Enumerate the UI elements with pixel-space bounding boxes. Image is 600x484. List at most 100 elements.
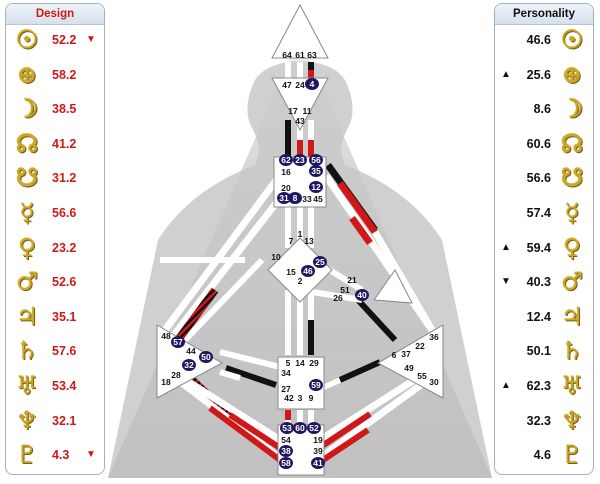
gate-line-value: 23.2 — [52, 240, 77, 255]
design-row-south-node: ☋31.2 — [6, 164, 104, 196]
personality-row-north-node: ☊60.6 — [495, 129, 593, 162]
gate-line-value: 56.6 — [52, 206, 77, 220]
gate-label: 58 — [281, 458, 291, 468]
gate-label: 29 — [309, 358, 319, 368]
gate-label: 30 — [429, 377, 439, 387]
gate-line-value: 52.6 — [52, 275, 77, 290]
gate-label: 9 — [309, 393, 314, 403]
gate-label: 42 — [284, 393, 294, 403]
gate-label: 53 — [282, 423, 292, 433]
gate-line-value: 8.6 — [533, 102, 551, 117]
solar-plexus-center — [376, 324, 444, 399]
gate-label: 64 — [282, 50, 292, 60]
design-row-north-node: ☊41.2 — [6, 128, 104, 162]
personality-row-mercury: ☿57.4 — [495, 199, 593, 231]
earth-icon: ⊕ — [16, 59, 38, 89]
gate-line-value: 62.3 — [526, 379, 551, 393]
gate-line-value: 52.2 — [52, 33, 77, 47]
fixing-arrow-icon: ▲ — [501, 380, 511, 391]
gate-line-value: 12.4 — [526, 309, 551, 324]
ajna-center — [271, 77, 329, 132]
gate-label: 48 — [161, 331, 171, 341]
gate-label: 13 — [304, 236, 314, 246]
gate-label: 59 — [311, 380, 321, 390]
gate-line-value: 57.4 — [526, 206, 551, 220]
gate-label: 20 — [281, 183, 291, 193]
gate-label: 25 — [315, 257, 325, 267]
pluto-icon: ♇ — [15, 440, 39, 470]
gate-label: 28 — [171, 370, 181, 380]
gate-line-value: 56.6 — [526, 171, 551, 186]
personality-row-jupiter: ♃ 12.4 — [495, 301, 593, 335]
defined-gate-marker — [279, 457, 293, 469]
personality-row-venus: ♀59.4▲ — [495, 233, 593, 266]
sun-icon: ☉ — [560, 25, 584, 54]
defined-gate-marker — [182, 359, 196, 371]
gate-label: 40 — [357, 290, 367, 300]
defined-gate-marker — [309, 379, 323, 391]
gate-label: 24 — [295, 80, 305, 90]
fixing-arrow-icon: ▲ — [501, 241, 511, 253]
gate-label: 2 — [298, 276, 303, 286]
gate-label: 32 — [184, 360, 194, 370]
gate-label: 7 — [289, 236, 294, 246]
neptune-icon: ♆ — [560, 405, 584, 435]
defined-gate-marker — [309, 154, 323, 166]
design-row-jupiter: ♃ 35.1 — [6, 301, 104, 335]
jupiter-icon: ♃ — [15, 301, 39, 331]
personality-row-pluto: ♇4.6 — [495, 441, 593, 473]
defined-gate-marker — [301, 265, 315, 277]
gate-line-value: 58.2 — [52, 67, 77, 82]
defined-gate-marker — [293, 154, 307, 166]
gate-line-value: 4.6 — [533, 448, 551, 463]
uranus-icon: ♅ — [560, 371, 584, 400]
south-node-icon: ☋ — [15, 163, 39, 193]
gate-label: 43 — [295, 116, 305, 126]
head-center — [271, 3, 329, 59]
defined-gate-marker — [309, 181, 323, 193]
defined-gate-marker — [311, 457, 325, 469]
design-row-earth: ⊕ 58.2 — [6, 59, 104, 93]
gate-label: 27 — [281, 384, 291, 394]
gate-label: 23 — [295, 155, 305, 165]
gate-label: 37 — [401, 349, 411, 359]
saturn-icon: ♄ — [560, 336, 584, 366]
gate-label: 60 — [295, 423, 305, 433]
gate-label: 33 — [302, 194, 312, 204]
gate-line-value: 59.4 — [526, 240, 551, 255]
personality-row-neptune: ♆ 32.3 — [495, 405, 593, 439]
venus-icon: ♀ — [17, 232, 37, 262]
gate-label: 36 — [429, 332, 439, 342]
fixing-arrow-icon: ▼ — [501, 276, 511, 288]
gate-label: 12 — [311, 182, 321, 192]
north-node-icon: ☊ — [15, 128, 39, 158]
gate-label: 50 — [201, 352, 211, 362]
design-row-mercury: ☿ 56.6 — [6, 199, 104, 231]
gate-line-value: 32.3 — [526, 413, 551, 428]
personality-row-earth: ⊕25.6▲ — [495, 60, 593, 93]
gate-label: 41 — [313, 458, 323, 468]
ego-center — [373, 269, 413, 304]
moon-icon: ☽ — [15, 94, 39, 124]
moon-icon: ☽ — [560, 94, 584, 124]
gate-line-value: 60.6 — [526, 136, 551, 151]
gate-label: 34 — [281, 368, 291, 378]
defined-gate-marker — [171, 336, 185, 348]
gate-line-value: 35.1 — [52, 309, 77, 324]
defined-gate-marker — [279, 445, 293, 457]
gate-label: 3 — [298, 393, 303, 403]
gate-label: 1 — [298, 229, 303, 239]
defined-gate-marker — [280, 422, 294, 434]
gate-line-value: 53.4 — [52, 379, 77, 393]
design-panel: Design ☉52.2▼⊕58.2☽38.5☊41.2☋31.2☿56.6♀2… — [5, 3, 105, 475]
gate-label: 17 — [288, 106, 298, 116]
mars-icon: ♂ — [560, 267, 584, 297]
jupiter-icon: ♃ — [560, 301, 584, 331]
mercury-icon: ☿ — [19, 198, 35, 227]
neptune-icon: ♆ — [15, 405, 39, 435]
gate-label: 49 — [404, 363, 414, 373]
gate-label: 5 — [286, 358, 291, 368]
gate-label: 10 — [271, 252, 281, 262]
personality-row-mars: ♂40.3▼ — [495, 268, 593, 300]
